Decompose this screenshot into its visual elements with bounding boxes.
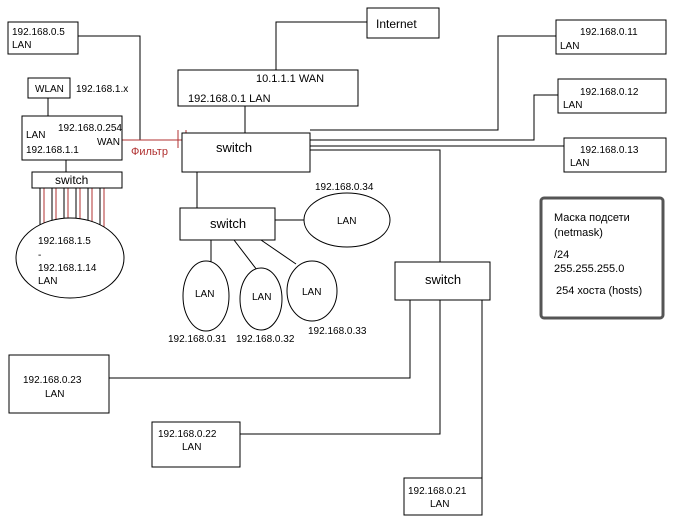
connections — [39, 21, 564, 478]
host-21-ip: 192.168.0.21 — [408, 486, 467, 497]
lan-31-ip: 192.168.0.31 — [168, 334, 227, 345]
host-5-lan: LAN — [12, 40, 31, 51]
netmask-hosts: 254 хоста (hosts) — [556, 285, 642, 297]
lan-32-lan: LAN — [252, 292, 271, 303]
host-11-box — [555, 19, 667, 55]
client-pool-ellipse — [15, 217, 125, 299]
host-22-box — [151, 421, 241, 468]
wire-lan11 — [310, 35, 556, 131]
main-switch-label: switch — [216, 140, 252, 155]
netmask-note-box — [539, 196, 665, 320]
netmask-prefix: /24 — [554, 249, 569, 261]
host-23-box — [8, 354, 110, 414]
main-router-wan: 10.1.1.1 WAN — [256, 73, 324, 85]
client-pool-lan: LAN — [38, 276, 57, 287]
main-switch-box — [181, 132, 311, 173]
client-pool-dash: - — [38, 250, 41, 261]
host-13-lan: LAN — [570, 158, 589, 169]
host-21-box — [403, 477, 483, 516]
host-5-ip: 192.168.0.5 — [12, 27, 65, 38]
lan-33-ip: 192.168.0.33 — [308, 326, 367, 337]
lan-34-lan: LAN — [337, 216, 356, 227]
mid-switch-box — [179, 207, 276, 241]
netmask-title: Маска подсети — [554, 212, 630, 224]
wire-internet-router — [275, 21, 367, 70]
lan-33-lan: LAN — [302, 287, 321, 298]
wire-switch-switch2 — [310, 149, 441, 262]
host-21-lan: LAN — [430, 499, 449, 510]
main-router-lan: 192.168.0.1 LAN — [188, 93, 271, 105]
netmask-subtitle: (netmask) — [554, 227, 603, 239]
wire-lan12 — [310, 94, 558, 141]
host-11-ip: 192.168.0.11 — [580, 27, 638, 38]
client-pool-start: 192.168.1.5 — [38, 236, 91, 247]
wlan-box — [27, 77, 71, 99]
lan-31-ellipse — [182, 260, 230, 332]
switch2-box — [394, 261, 491, 301]
host-12-box — [557, 78, 667, 114]
netmask-mask: 255.255.255.0 — [554, 263, 624, 275]
host-22-lan: LAN — [182, 442, 201, 453]
local-router-wan-ip: 192.168.0.254 — [58, 123, 122, 134]
main-router-box — [177, 69, 359, 107]
filter-label: Фильтр — [131, 146, 168, 158]
host-23-ip: 192.168.0.23 — [23, 375, 82, 386]
wlan-label: WLAN — [35, 84, 64, 95]
wire-mid-lan33 — [260, 239, 297, 265]
local-router-lan-label: LAN — [26, 130, 45, 141]
wire-mid-lan32 — [233, 239, 258, 271]
small-switch-ports — [39, 188, 105, 228]
host-11-lan: LAN — [560, 41, 579, 52]
mid-switch-label: switch — [210, 216, 246, 231]
wire-sw2-lan23 — [109, 300, 411, 379]
wire-sw2-lan22 — [240, 300, 441, 435]
local-router-lan-ip: 192.168.1.1 — [26, 145, 79, 156]
host-23-lan: LAN — [45, 389, 64, 400]
lan-32-ellipse — [239, 267, 283, 331]
lan-34-ellipse — [303, 192, 391, 248]
client-pool-end: 192.168.1.14 — [38, 263, 97, 274]
lan-33-ellipse — [286, 260, 338, 322]
lan-31-lan: LAN — [195, 289, 214, 300]
host-13-ip: 192.168.0.13 — [580, 145, 639, 156]
lan-32-ip: 192.168.0.32 — [236, 334, 295, 345]
host-13-box — [563, 137, 667, 173]
local-router-wan-label: WAN — [97, 137, 120, 148]
lan-34-ip: 192.168.0.34 — [315, 182, 374, 193]
host-12-lan: LAN — [563, 100, 582, 111]
host-12-ip: 192.168.0.12 — [580, 87, 639, 98]
internet-label: Internet — [376, 17, 417, 31]
host-22-ip: 192.168.0.22 — [158, 429, 217, 440]
internet-box — [366, 7, 440, 39]
small-switch-label: switch — [55, 173, 88, 187]
wlan-subnet: 192.168.1.x — [76, 84, 128, 95]
host-5-box — [7, 21, 79, 55]
small-switch-box — [31, 171, 123, 189]
switch2-label: switch — [425, 272, 461, 287]
local-router-box — [21, 115, 123, 161]
